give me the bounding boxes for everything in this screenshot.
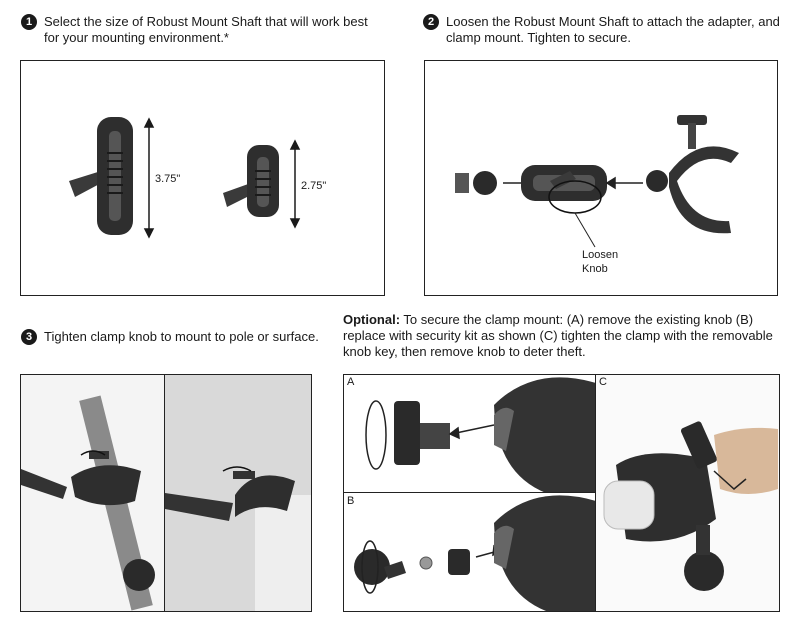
callout-line	[574, 212, 596, 248]
panel-c-label: C	[599, 376, 607, 388]
panel-a-label: A	[347, 376, 355, 388]
dimension-short-label: 2.75"	[301, 180, 327, 192]
step-1-text: Select the size of Robust Mount Shaft th…	[44, 14, 368, 45]
step-1-badge: 1	[21, 14, 37, 30]
loosen-knob-callout: Loosen Knob	[582, 249, 619, 275]
step-2-badge: 2	[423, 14, 439, 30]
arrow-clamp	[605, 176, 643, 190]
step-3-pole-image	[20, 374, 166, 612]
panel-b-label: B	[347, 495, 355, 507]
step-3-surface-image	[164, 374, 312, 612]
surface-mount-illustration	[165, 466, 311, 611]
panel-a-image	[343, 374, 597, 494]
step-3-badge: 3	[21, 329, 37, 345]
knob-key-illustration	[603, 421, 778, 591]
dimension-long-label: 3.75"	[155, 173, 181, 185]
assembly-illustration	[455, 115, 739, 248]
step-3-text: Tighten clamp knob to mount to pole or s…	[44, 329, 319, 344]
optional-text: Optional: To secure the clamp mount: (A)…	[343, 312, 783, 360]
pole-mount-illustration	[21, 395, 155, 611]
clamp-icon	[646, 115, 739, 234]
panel-c-image	[595, 374, 780, 612]
short-dimension-arrow	[289, 139, 301, 229]
step-2-text: Loosen the Robust Mount Shaft to attach …	[446, 14, 780, 45]
long-dimension-arrow	[143, 117, 155, 239]
long-shaft-icon	[69, 117, 133, 235]
adapter-icon	[455, 171, 497, 195]
security-kit-illustration	[354, 495, 596, 611]
short-shaft-icon	[223, 145, 279, 217]
optional-label: Optional:	[343, 312, 401, 327]
step-2-image	[424, 60, 778, 296]
panel-b-image	[343, 492, 597, 612]
optional-body: To secure the clamp mount: (A) remove th…	[343, 312, 773, 359]
remove-knob-illustration	[365, 377, 596, 493]
step-1-image	[20, 60, 385, 296]
shaft-sizes-illustration	[69, 117, 301, 239]
